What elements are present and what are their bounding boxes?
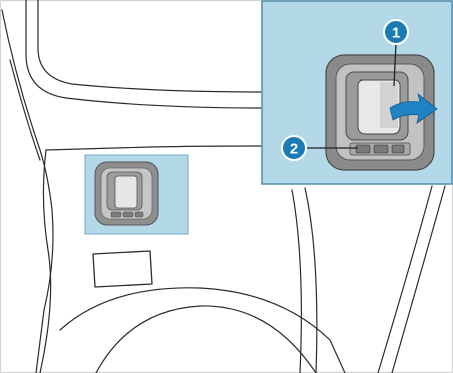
lower-console-curve-inner: [96, 306, 316, 373]
console-face-outline: [46, 146, 262, 150]
strip-button-a: [356, 145, 370, 153]
callout-1: 1: [384, 20, 408, 44]
console-face-left-edge: [40, 150, 51, 373]
small-module-button-b: [123, 212, 133, 217]
upper-shelf-outline: [38, 0, 262, 92]
far-right-line-2: [392, 186, 445, 373]
strip-button-b: [374, 145, 388, 153]
left-side-contour: [2, 10, 53, 373]
console-switch-highlight: [85, 155, 188, 234]
small-module-tab: [115, 176, 137, 208]
right-edge-line-2: [305, 188, 317, 373]
callout-2: 2: [282, 136, 306, 160]
lower-cubby: [93, 251, 152, 287]
callout-2-label: 2: [290, 141, 298, 158]
far-right-line-1: [378, 186, 432, 373]
left-side-contour-inner: [10, 60, 40, 160]
small-module-button-a: [111, 212, 121, 217]
lower-console-curve: [60, 288, 345, 373]
small-module-button-c: [135, 212, 143, 217]
callout-1-label: 1: [392, 25, 400, 42]
strip-button-c: [392, 145, 404, 153]
